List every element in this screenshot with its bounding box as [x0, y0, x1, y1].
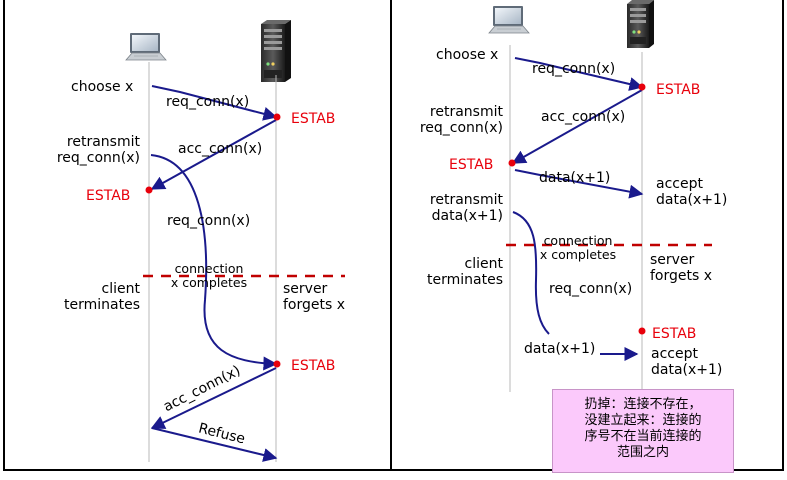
right-server-forgets-label: server forgets x [650, 252, 712, 284]
left-retransmit-line2: req_conn(x) [56, 150, 140, 166]
left-acc-conn-label: acc_conn(x) [178, 141, 263, 157]
server-tower-icon [627, 0, 654, 48]
note-line-3: 序号不在当前连接的 [584, 429, 702, 444]
right-acc-conn-label: acc_conn(x) [541, 109, 626, 125]
right-retransmit-data-line2: data(x+1) [431, 208, 503, 224]
right-accept-line2: data(x+1) [656, 192, 728, 208]
right-connection-completes-label: connection x completes [536, 234, 620, 262]
left-connection-completes-label: connection x completes [167, 262, 251, 290]
right-connection-line2: x completes [539, 247, 617, 262]
right-server-line1: server [650, 252, 695, 268]
right-accept-label: accept data(x+1) [656, 176, 727, 208]
laptop-icon [488, 6, 530, 34]
right-client-terminates-label: client terminates [400, 256, 503, 288]
left-client-line1: client [101, 281, 140, 297]
right-server-line2: forgets x [650, 268, 713, 284]
right-retransmit-data-label: retransmit data(x+1) [400, 192, 503, 224]
discard-note-box: 扔掉：连接不存在， 没建立起来：连接的 序号不在当前连接的 范围之内 [552, 389, 734, 473]
left-server-estab2-label: ESTAB [291, 358, 336, 374]
left-server-estab-label: ESTAB [291, 111, 336, 127]
right-accept2-line2: data(x+1) [651, 362, 723, 378]
left-retransmit-label: retransmit req_conn(x) [40, 134, 140, 166]
left-client-terminates-label: client terminates [40, 281, 140, 313]
laptop-icon [125, 33, 167, 61]
left-req-conn-label: req_conn(x) [166, 94, 250, 110]
right-retransmit-line1: retransmit [429, 104, 503, 120]
left-connection-line1: connection [174, 261, 244, 276]
right-panel [488, 0, 712, 392]
left-client-line2: terminates [64, 297, 140, 313]
right-server-estab-label: ESTAB [656, 82, 701, 98]
left-panel [125, 20, 345, 462]
right-accept2-label: accept data(x+1) [651, 346, 722, 378]
left-server-forgets-label: server forgets x [283, 281, 345, 313]
right-server-estab2-label: ESTAB [652, 326, 697, 342]
right-retransmit-data-line1: retransmit [429, 192, 503, 208]
right-retransmit-line2: req_conn(x) [419, 120, 503, 136]
right-client-estab-label: ESTAB [449, 157, 494, 173]
right-retransmit-label: retransmit req_conn(x) [400, 104, 503, 136]
right-connection-line1: connection [543, 233, 613, 248]
left-server-line2: forgets x [283, 297, 346, 313]
right-data-label: data(x+1) [539, 170, 611, 186]
right-client-line1: client [464, 256, 503, 272]
right-accept-line1: accept [656, 176, 703, 192]
frame [3, 0, 784, 471]
note-line-2: 没建立起来：连接的 [584, 413, 702, 428]
left-connection-line2: x completes [170, 275, 248, 290]
right-choose-x-label: choose x [436, 47, 499, 63]
note-line-1: 扔掉：连接不存在， [584, 397, 702, 412]
right-client-line2: terminates [427, 272, 503, 288]
note-line-4: 范围之内 [616, 445, 669, 460]
left-choose-x-label: choose x [71, 79, 134, 95]
left-req-conn-retransmitted-label: req_conn(x) [167, 213, 251, 229]
left-client-estab-label: ESTAB [86, 188, 131, 204]
right-accept2-line1: accept [651, 346, 698, 362]
right-req-conn-retransmitted-label: req_conn(x) [549, 281, 633, 297]
left-retransmit-line1: retransmit [66, 134, 140, 150]
left-server-line1: server [283, 281, 328, 297]
right-req-conn-label: req_conn(x) [532, 61, 616, 77]
server-tower-icon [261, 20, 291, 82]
right-data2-label: data(x+1) [524, 341, 596, 357]
